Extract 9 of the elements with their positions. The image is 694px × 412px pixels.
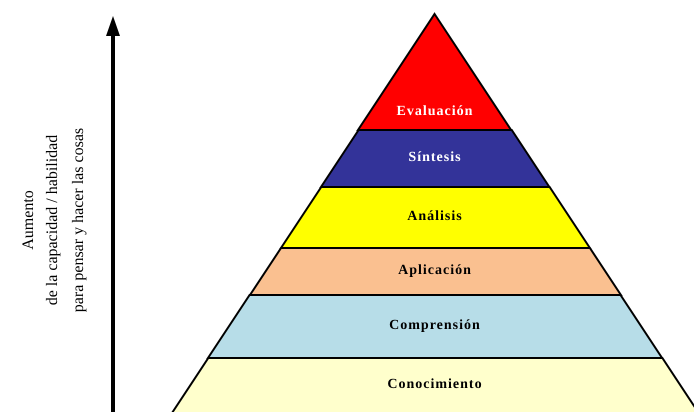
level-label: Evaluación — [396, 104, 474, 120]
level-label: Análisis — [406, 208, 464, 224]
level-label: Síntesis — [407, 150, 463, 166]
axis-label: de la capacidad / habilidad — [44, 134, 62, 308]
level-label: Aplicación — [397, 262, 473, 278]
axis-label: para pensar y hacer las cosas — [70, 126, 88, 314]
level-label: Comprensión — [388, 318, 482, 334]
axis-label: Aumento — [20, 189, 38, 252]
level-label: Conocimiento — [386, 376, 484, 392]
